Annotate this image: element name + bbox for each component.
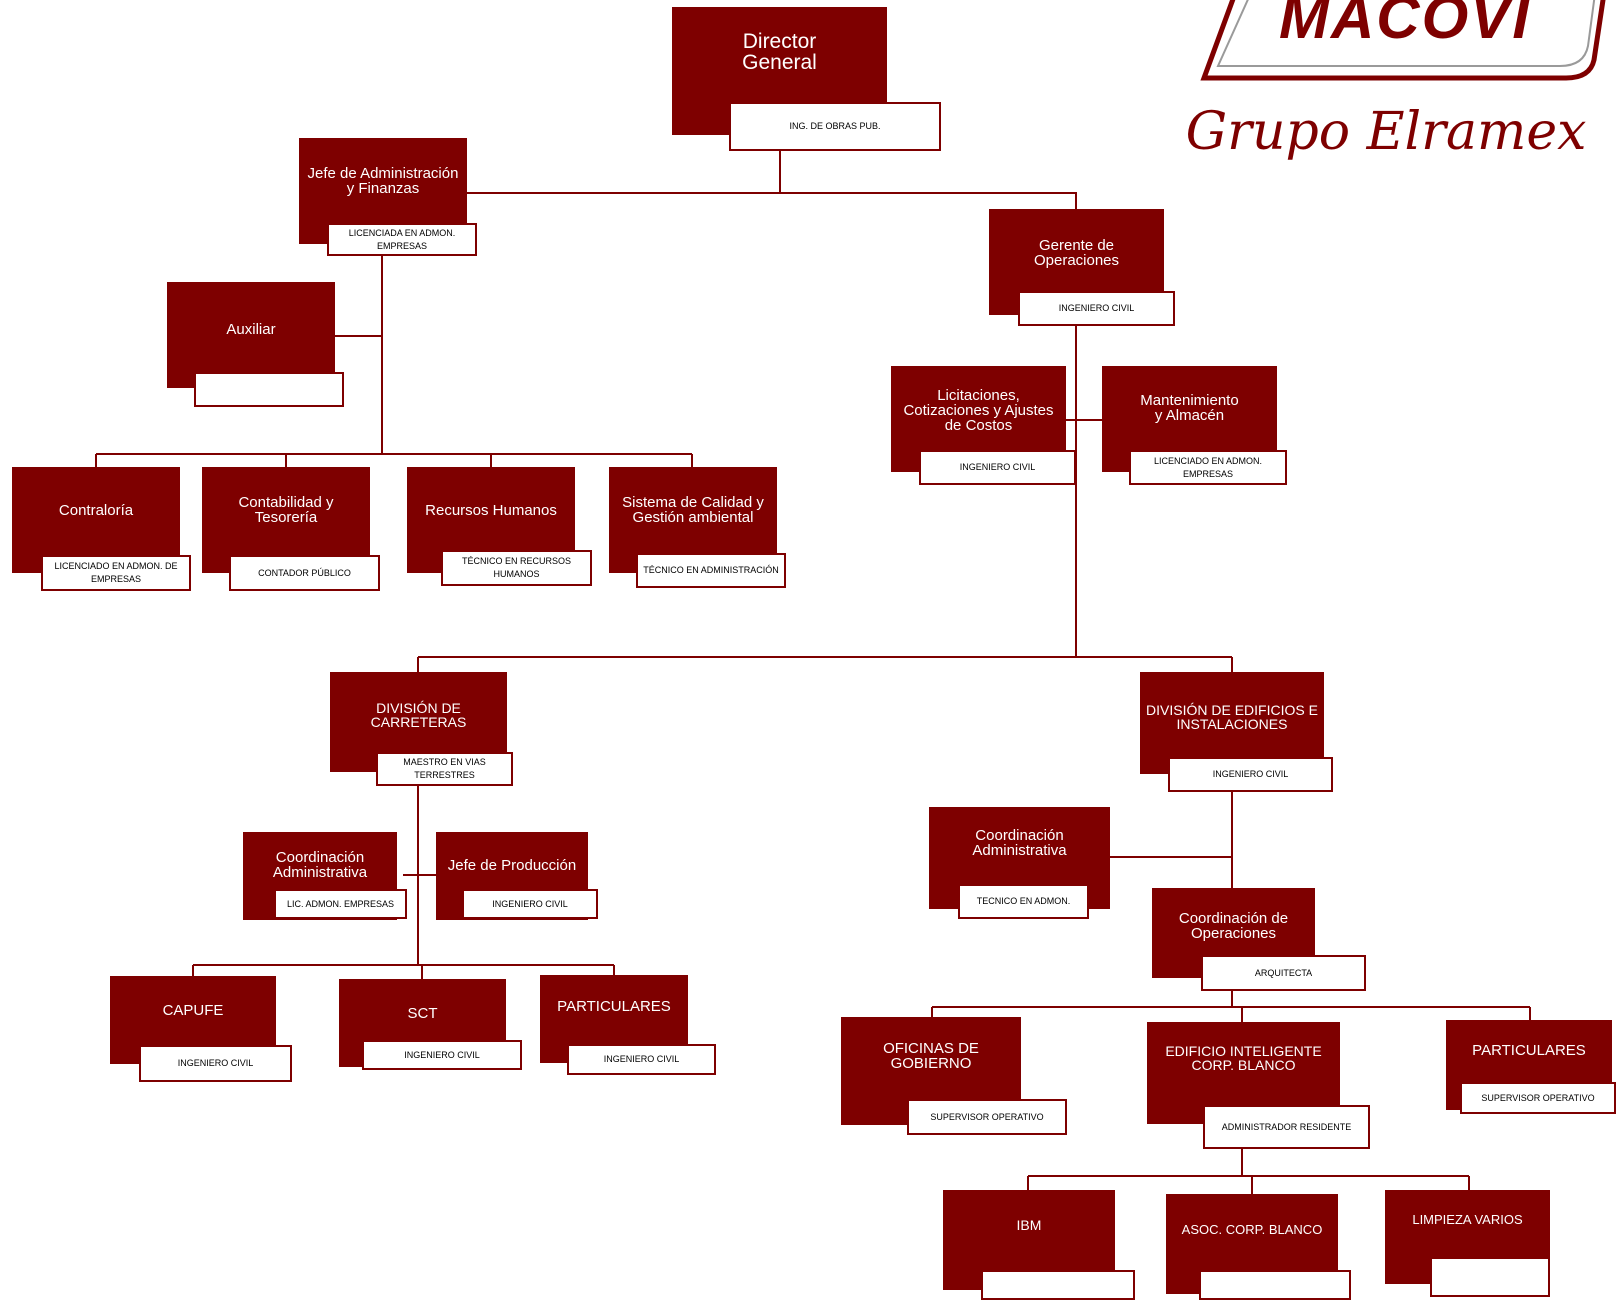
- profile-particulares-edificios: SUPERVISOR OPERATIVO: [1460, 1082, 1616, 1114]
- profile-auxiliar: [194, 372, 344, 407]
- logo-banner-shape: [1200, 0, 1606, 81]
- profile-division-edificios: INGENIERO CIVIL: [1168, 757, 1333, 792]
- profile-director-general: ING. DE OBRAS PUB.: [729, 102, 941, 151]
- profile-division-carreteras: MAESTRO EN VIAS TERRESTRES: [376, 752, 513, 786]
- company-logo: MACOVI Grupo Elramex: [1176, 0, 1616, 180]
- profile-recursos-humanos: TÉCNICO EN RECURSOS HUMANOS: [441, 550, 592, 586]
- profile-coordinacion-operaciones: ARQUITECTA: [1201, 955, 1366, 991]
- profile-coordinacion-administrativa-carreteras: LIC. ADMON. EMPRESAS: [274, 889, 407, 919]
- profile-contraloria: LICENCIADO EN ADMON. DE EMPRESAS: [41, 555, 191, 591]
- profile-edificio-inteligente: ADMINISTRADOR RESIDENTE: [1203, 1105, 1370, 1149]
- profile-jefe-produccion: INGENIERO CIVIL: [462, 889, 598, 919]
- profile-oficinas-gobierno: SUPERVISOR OPERATIVO: [907, 1099, 1067, 1135]
- profile-licitaciones: INGENIERO CIVIL: [919, 450, 1076, 485]
- logo-group-name: Grupo Elramex: [1185, 102, 1587, 162]
- node-auxiliar: Auxiliar: [167, 282, 335, 388]
- profile-asoc-corp-blanco: [1199, 1270, 1351, 1300]
- profile-coordinacion-administrativa-edificios: TECNICO EN ADMON.: [958, 884, 1089, 919]
- profile-particulares-carreteras: INGENIERO CIVIL: [567, 1044, 716, 1075]
- profile-capufe: INGENIERO CIVIL: [139, 1045, 292, 1082]
- profile-limpieza-varios: [1430, 1257, 1550, 1297]
- profile-contabilidad-tesoreria: CONTADOR PÚBLICO: [229, 555, 380, 591]
- logo-wordmark: MACOVI: [1279, 0, 1531, 51]
- profile-sistema-calidad: TÉCNICO EN ADMINISTRACIÓN: [636, 553, 786, 588]
- profile-mantenimiento-almacen: LICENCIADO EN ADMON. EMPRESAS: [1129, 450, 1287, 485]
- profile-ibm: [981, 1270, 1135, 1300]
- profile-sct: INGENIERO CIVIL: [362, 1040, 522, 1070]
- profile-gerente-operaciones: INGENIERO CIVIL: [1018, 291, 1175, 326]
- profile-jefe-administracion: LICENCIADA EN ADMON. EMPRESAS: [327, 223, 477, 256]
